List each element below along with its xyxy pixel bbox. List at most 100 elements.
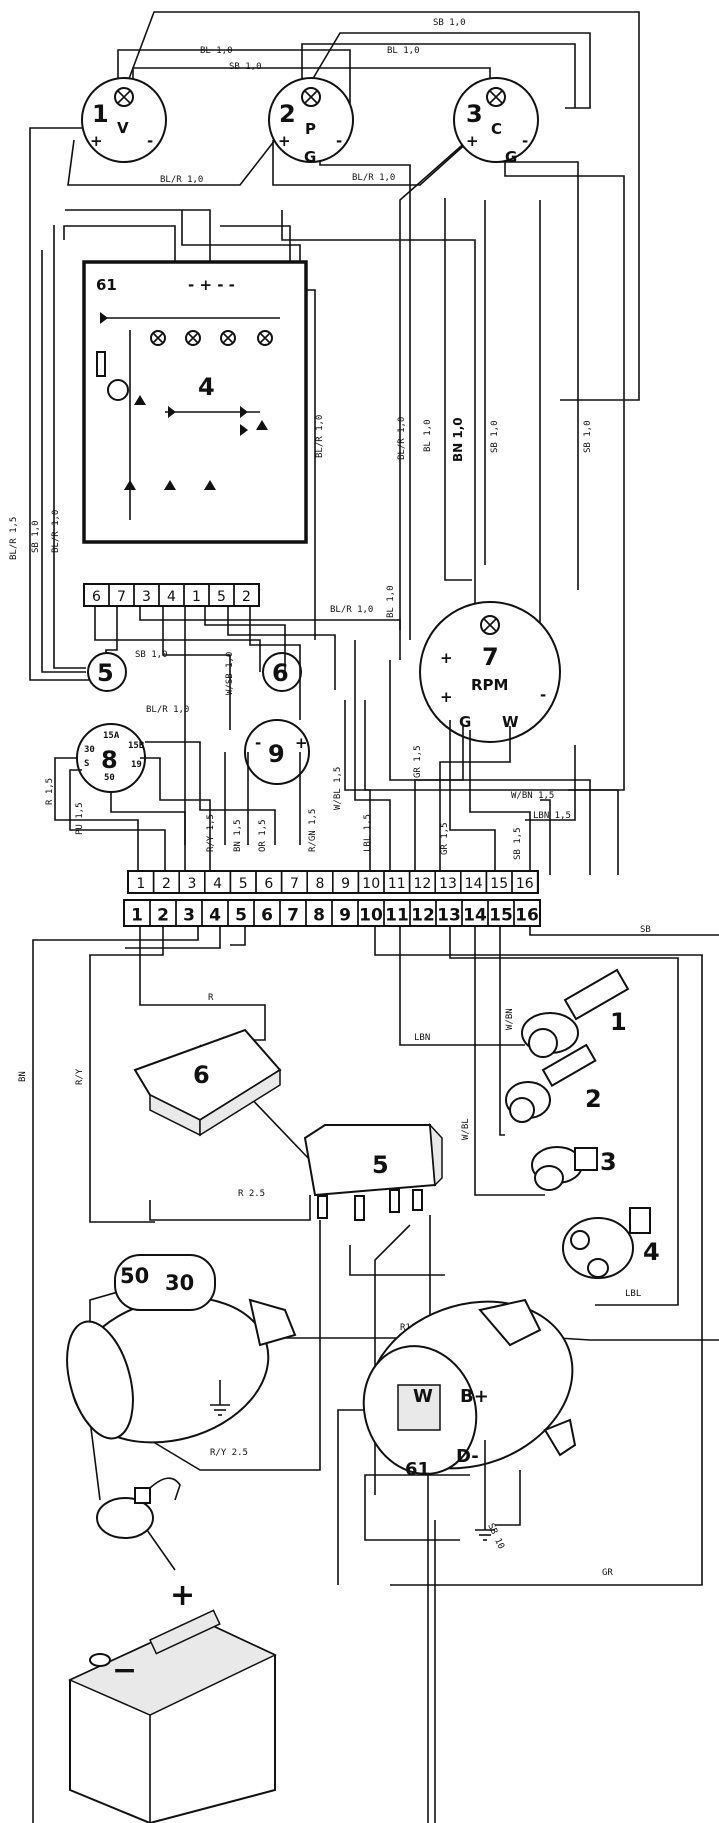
starter-motor: 50 30 — [66, 1254, 297, 1444]
svg-text:SB 1,0: SB 1,0 — [583, 420, 593, 453]
gauge-2-number: 2 — [279, 100, 296, 128]
svg-text:-: - — [147, 132, 153, 150]
connector-top-label: 13 — [439, 876, 457, 892]
svg-text:R: R — [208, 993, 214, 1003]
svg-text:-: - — [255, 734, 261, 752]
panel-terminal-label: 6 — [92, 589, 101, 605]
svg-text:W/BN 1,5: W/BN 1,5 — [511, 791, 554, 801]
svg-text:50: 50 — [104, 773, 115, 783]
svg-text:BL/R 1,5: BL/R 1,5 — [9, 517, 19, 560]
connector-bottom-label: 16 — [515, 905, 539, 925]
svg-text:SB 1,0: SB 1,0 — [433, 18, 466, 28]
svg-text:SB 1,0: SB 1,0 — [229, 62, 262, 72]
svg-text:-: - — [540, 686, 546, 704]
svg-text:SB 1,0: SB 1,0 — [31, 520, 41, 553]
sensor-3: 3 — [531, 1146, 617, 1191]
svg-text:GR: GR — [602, 1568, 613, 1578]
panel-terminal-label: 2 — [242, 589, 251, 605]
connector-top-label: 1 — [136, 876, 145, 892]
svg-text:R/GN 1,5: R/GN 1,5 — [308, 809, 318, 852]
switch-8-number: 8 — [101, 746, 118, 774]
alternator-61: 61 — [405, 1459, 430, 1480]
svg-text:BL/R 1,0: BL/R 1,0 — [352, 173, 395, 183]
svg-text:BN 1,0: BN 1,0 — [451, 417, 465, 462]
connector-bottom-label: 9 — [339, 905, 351, 925]
connector-bottom-label: 12 — [411, 905, 435, 925]
svg-text:BN 1,5: BN 1,5 — [233, 819, 243, 852]
panel-terminal-cell — [233, 583, 260, 607]
svg-text:R/Y: R/Y — [75, 1068, 85, 1085]
svg-text:BL 1,0: BL 1,0 — [423, 419, 433, 452]
mid-wires — [54, 606, 619, 875]
svg-text:+: + — [90, 132, 103, 150]
panel-terminal-label: 4 — [167, 589, 176, 605]
gauge-1-number: 1 — [92, 100, 109, 128]
svg-text:+: + — [466, 132, 479, 150]
battery-plus: + — [170, 1578, 195, 1613]
meter-9-number: 9 — [268, 740, 285, 768]
svg-text:SB 1,0: SB 1,0 — [135, 650, 168, 660]
svg-text:BL/R 1,0: BL/R 1,0 — [330, 605, 373, 615]
relay-5: 5 — [303, 1122, 443, 1221]
connector-bottom-label: 3 — [183, 905, 195, 925]
connector-bottom-label: 13 — [437, 905, 461, 925]
connector-top-label: 9 — [341, 876, 350, 892]
connector-bottom-label: 7 — [287, 905, 299, 925]
gauge-2: 2 P + - G — [268, 77, 354, 166]
svg-text:-: - — [336, 132, 342, 150]
connector-top-label: 4 — [213, 876, 222, 892]
svg-text:R/Y 2.5: R/Y 2.5 — [210, 1448, 248, 1458]
svg-text:G: G — [505, 148, 517, 166]
gauge-3-letter: C — [491, 120, 502, 138]
svg-text:R/Y 1,5: R/Y 1,5 — [206, 814, 216, 852]
indicator-6: 6 — [262, 652, 302, 692]
panel-terminal-label: 1 — [192, 589, 201, 605]
connector-top-label: 3 — [188, 876, 197, 892]
svg-text:BL 1,0: BL 1,0 — [387, 46, 420, 56]
indicator-6-number: 6 — [272, 659, 289, 687]
svg-text:LBL: LBL — [625, 1289, 641, 1299]
svg-text:LBN 1,5: LBN 1,5 — [533, 811, 571, 821]
connector-bottom-label: 15 — [489, 905, 513, 925]
connector-top-label: 7 — [290, 876, 299, 892]
connector-top-label: 12 — [413, 876, 431, 892]
svg-text:+: + — [440, 649, 453, 667]
svg-text:W: W — [502, 713, 519, 731]
battery: + − — [68, 1578, 277, 1823]
svg-text:BL/R 1,0: BL/R 1,0 — [397, 417, 407, 460]
starter-terminal-50: 50 — [120, 1264, 149, 1288]
svg-text:R 2.5: R 2.5 — [238, 1189, 265, 1199]
svg-text:OR 1,5: OR 1,5 — [258, 819, 268, 852]
svg-text:W/BL 1,5: W/BL 1,5 — [333, 767, 343, 810]
svg-text:+: + — [278, 132, 291, 150]
svg-text:W/BN: W/BN — [505, 1008, 515, 1030]
panel-terminal-label: 3 — [142, 589, 151, 605]
svg-text:BL 1,0: BL 1,0 — [386, 585, 396, 618]
connector-top-label: 6 — [264, 876, 273, 892]
connector-top-label: 16 — [516, 876, 534, 892]
battery-switch — [96, 1477, 181, 1539]
relay-5-number: 5 — [372, 1151, 389, 1179]
panel-unit-4: 61 - + - - 4 — [82, 260, 308, 544]
tachometer-number: 7 — [482, 643, 499, 671]
svg-text:GR 1,5: GR 1,5 — [413, 745, 423, 778]
connector-top-label: 5 — [239, 876, 248, 892]
sensor-1-number: 1 — [610, 1008, 627, 1036]
connector-bottom-label: 10 — [359, 905, 383, 925]
svg-text:W/BL: W/BL — [461, 1118, 471, 1140]
gauge-1: 1 V + - — [81, 77, 167, 163]
tachometer-7: 7 RPM + + - G W — [419, 601, 561, 743]
connector-bottom-label: 2 — [157, 905, 169, 925]
panel-ground-label: 61 — [96, 276, 117, 294]
svg-text:15B: 15B — [128, 741, 145, 751]
sensor-2: 2 — [505, 1043, 602, 1123]
svg-text:G: G — [459, 713, 471, 731]
svg-text:30: 30 — [84, 745, 95, 755]
sensor-1: 1 — [521, 968, 630, 1058]
alternator-b-plus: B+ — [460, 1386, 489, 1407]
panel-unit-number: 4 — [198, 373, 215, 401]
